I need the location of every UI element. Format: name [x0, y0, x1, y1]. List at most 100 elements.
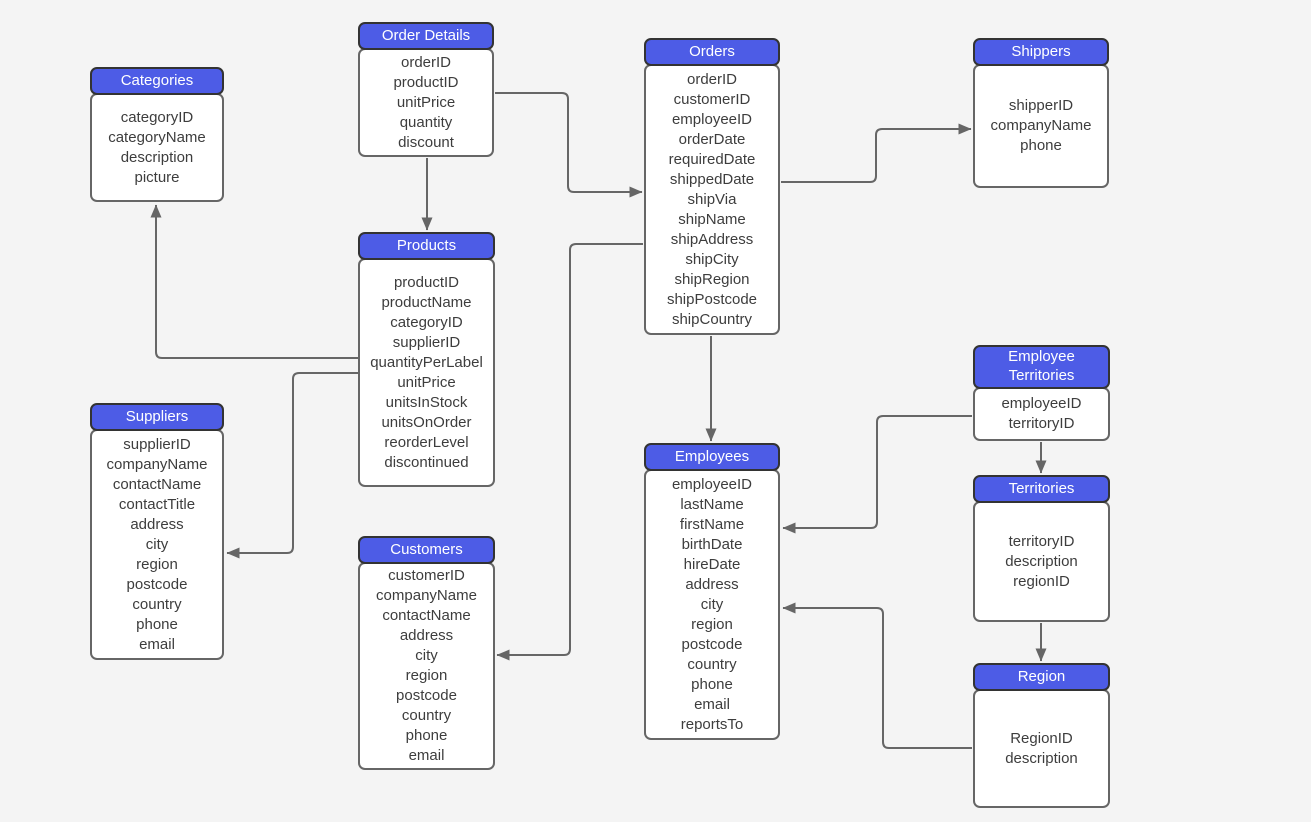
entity-field: customerID — [388, 567, 465, 584]
entity-field: region — [136, 555, 178, 573]
entity-field: employeeID — [1001, 395, 1082, 412]
entity-field: shipAddress — [670, 230, 754, 248]
entity-field: city — [700, 595, 724, 613]
entity-field: unitsInStock — [385, 393, 468, 411]
entity-field: region — [691, 615, 733, 633]
entity-field: email — [694, 695, 730, 713]
entity-title-employee-territories: Employee Territories — [973, 345, 1110, 389]
connector-orders-to-customers[interactable] — [496, 243, 643, 661]
entity-field: shipName — [678, 210, 746, 228]
entity-field: email — [139, 635, 175, 653]
entity-body-products: productID productName categoryID supplierID… — [358, 258, 495, 487]
entity-field: shipperID — [1008, 97, 1074, 114]
entity-field: phone — [1020, 137, 1062, 154]
entity-field: hireDate — [683, 555, 741, 573]
entity-field: discontinued — [384, 453, 469, 471]
entity-field: orderDate — [678, 130, 746, 148]
entity-title-products: Products — [358, 232, 495, 260]
entity-field: categoryName — [108, 128, 206, 146]
entity-field: email — [408, 747, 445, 764]
entity-products[interactable]: Products productID productName categoryID su… — [358, 232, 495, 487]
entity-field: country — [687, 655, 737, 673]
entity-title-customers: Customers — [358, 536, 495, 564]
entity-field: discount — [398, 133, 454, 151]
entity-field: address — [130, 515, 184, 533]
entity-field: supplierID — [123, 435, 191, 453]
entity-field: companyName — [376, 587, 477, 604]
entity-field: requiredDate — [668, 150, 756, 168]
entity-field: categoryID — [120, 108, 194, 126]
entity-field: city — [145, 535, 169, 553]
entity-field: RegionID — [1010, 729, 1073, 747]
connector-orders-to-shippers[interactable] — [781, 123, 972, 183]
entity-field: contactTitle — [118, 495, 196, 513]
entity-field: contactName — [112, 475, 202, 493]
entity-field: productID — [393, 273, 460, 291]
entity-field: firstName — [679, 515, 745, 533]
entity-field: quantity — [399, 113, 453, 131]
entity-field: supplierID — [392, 333, 461, 351]
entity-field: productName — [381, 293, 472, 311]
entity-field: description — [120, 148, 194, 166]
entity-body-categories: categoryID categoryName description picture — [90, 93, 224, 202]
entity-body-orders: orderID customerID employeeID orderDate requ… — [644, 64, 780, 335]
entity-field: companyName — [106, 455, 208, 473]
entity-field: reportsTo — [680, 715, 744, 733]
entity-title-orders: Orders — [644, 38, 780, 66]
entity-field: shippedDate — [669, 170, 755, 188]
entity-field: postcode — [681, 635, 743, 653]
entity-title-territories: Territories — [973, 475, 1110, 503]
entity-field: orderID — [400, 53, 452, 71]
entity-field: shipRegion — [674, 270, 750, 288]
entity-field: region — [405, 667, 448, 684]
entity-field: productID — [393, 73, 459, 91]
entity-field: unitPrice — [397, 373, 456, 391]
entity-field: description — [1005, 749, 1078, 767]
entity-field: phone — [405, 727, 448, 744]
entity-field: country — [401, 707, 452, 724]
entity-title-order-details: Order Details — [358, 22, 494, 50]
entity-field: picture — [134, 168, 180, 186]
connector-order-details-to-orders[interactable] — [495, 92, 643, 198]
entity-field: postcode — [126, 575, 188, 593]
entity-shippers[interactable]: Shippers shipperID companyName phone — [973, 38, 1109, 188]
entity-title-shippers: Shippers — [973, 38, 1109, 66]
entity-field: orderID — [686, 70, 738, 88]
entity-field: employeeID — [671, 475, 753, 493]
entity-field: phone — [691, 675, 733, 693]
entity-field: postcode — [396, 687, 457, 704]
entity-suppliers[interactable]: Suppliers supplierID companyName contactNam… — [90, 403, 224, 660]
entity-field: shipVia — [687, 190, 737, 208]
entity-title-suppliers: Suppliers — [90, 403, 224, 431]
entity-field: customerID — [673, 90, 751, 108]
entity-body-shippers: shipperID companyName phone — [973, 64, 1109, 188]
entity-field: unitPrice — [396, 93, 456, 111]
entity-title-employees: Employees — [644, 443, 780, 471]
entity-order-details[interactable]: Order Details orderID productID unitPrice qu… — [358, 22, 494, 157]
entity-field: shipCountry — [671, 310, 753, 328]
entity-field: lastName — [680, 495, 744, 513]
entity-field: categoryID — [390, 313, 463, 331]
entity-field: shipCity — [685, 250, 739, 268]
connector-products-to-suppliers[interactable] — [226, 372, 358, 559]
entity-field: shipPostcode — [666, 290, 758, 308]
connector-products-to-categories[interactable] — [150, 204, 358, 359]
entity-body-region: RegionID description — [973, 689, 1110, 808]
entity-field: territoryID — [1008, 532, 1075, 550]
connector-employee-territories-to-employees[interactable] — [782, 415, 972, 534]
entity-field: employeeID — [671, 110, 753, 128]
entity-field: phone — [136, 615, 178, 633]
entity-field: companyName — [990, 117, 1092, 134]
connector-region-to-employees[interactable] — [782, 602, 972, 749]
entity-orders[interactable]: Orders orderID customerID employeeID orderDa… — [644, 38, 780, 335]
entity-body-suppliers: supplierID companyName contactName contactT… — [90, 429, 224, 660]
